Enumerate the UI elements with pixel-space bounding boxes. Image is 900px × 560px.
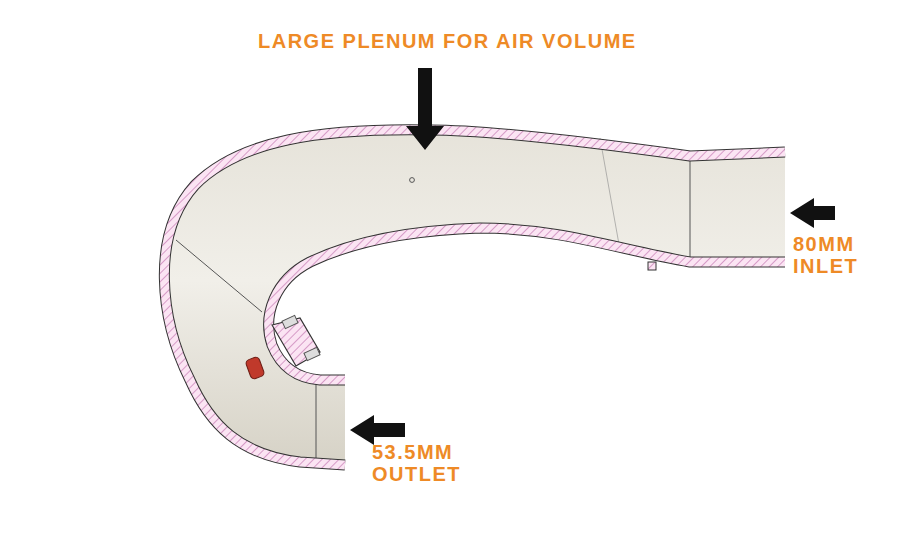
callout-arrow <box>350 415 405 445</box>
boss-screw <box>282 315 298 328</box>
pipe-wall-section <box>269 228 785 380</box>
pipe-wall-section <box>164 130 785 465</box>
pipe-wall-outline <box>164 130 785 465</box>
callout-label: 80MM INLET <box>793 233 893 277</box>
seam-line <box>600 138 620 250</box>
callout-label: 53.5MM OUTLET <box>372 441 512 485</box>
mounting-tab <box>648 262 656 270</box>
callout-arrow <box>790 198 835 228</box>
seam-line <box>176 240 262 312</box>
boss-screw <box>304 347 320 360</box>
pipe-wall-outline <box>269 228 785 380</box>
callout-arrow <box>406 68 444 150</box>
seam-line <box>316 381 317 463</box>
sensor-boss <box>272 318 320 366</box>
sensor-cap <box>245 356 265 380</box>
callout-label: LARGE PLENUM FOR AIR VOLUME <box>258 30 638 52</box>
seam-line <box>690 157 691 262</box>
port-dot <box>410 178 415 183</box>
pipe-bore <box>164 130 785 465</box>
